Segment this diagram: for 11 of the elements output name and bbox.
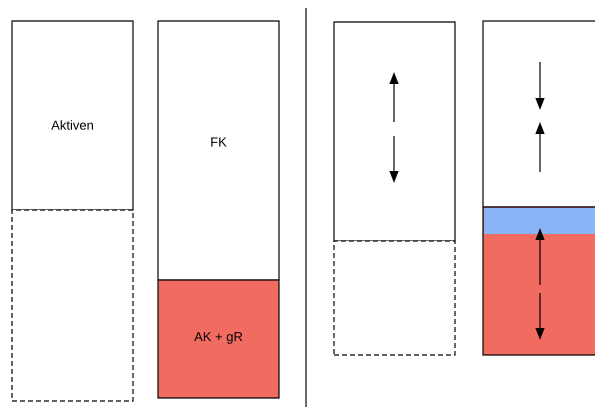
dashed-box bbox=[333, 240, 456, 356]
box-label: Aktiven bbox=[51, 120, 93, 130]
band bbox=[484, 208, 595, 234]
bar-box bbox=[482, 20, 595, 208]
box-label: FK bbox=[211, 138, 227, 146]
box-label: AK + gR bbox=[194, 332, 242, 344]
bar-box bbox=[157, 279, 280, 399]
bar-box bbox=[333, 21, 456, 242]
bar-box bbox=[157, 20, 280, 281]
dashed-box bbox=[11, 209, 134, 402]
bar-box bbox=[11, 20, 134, 211]
